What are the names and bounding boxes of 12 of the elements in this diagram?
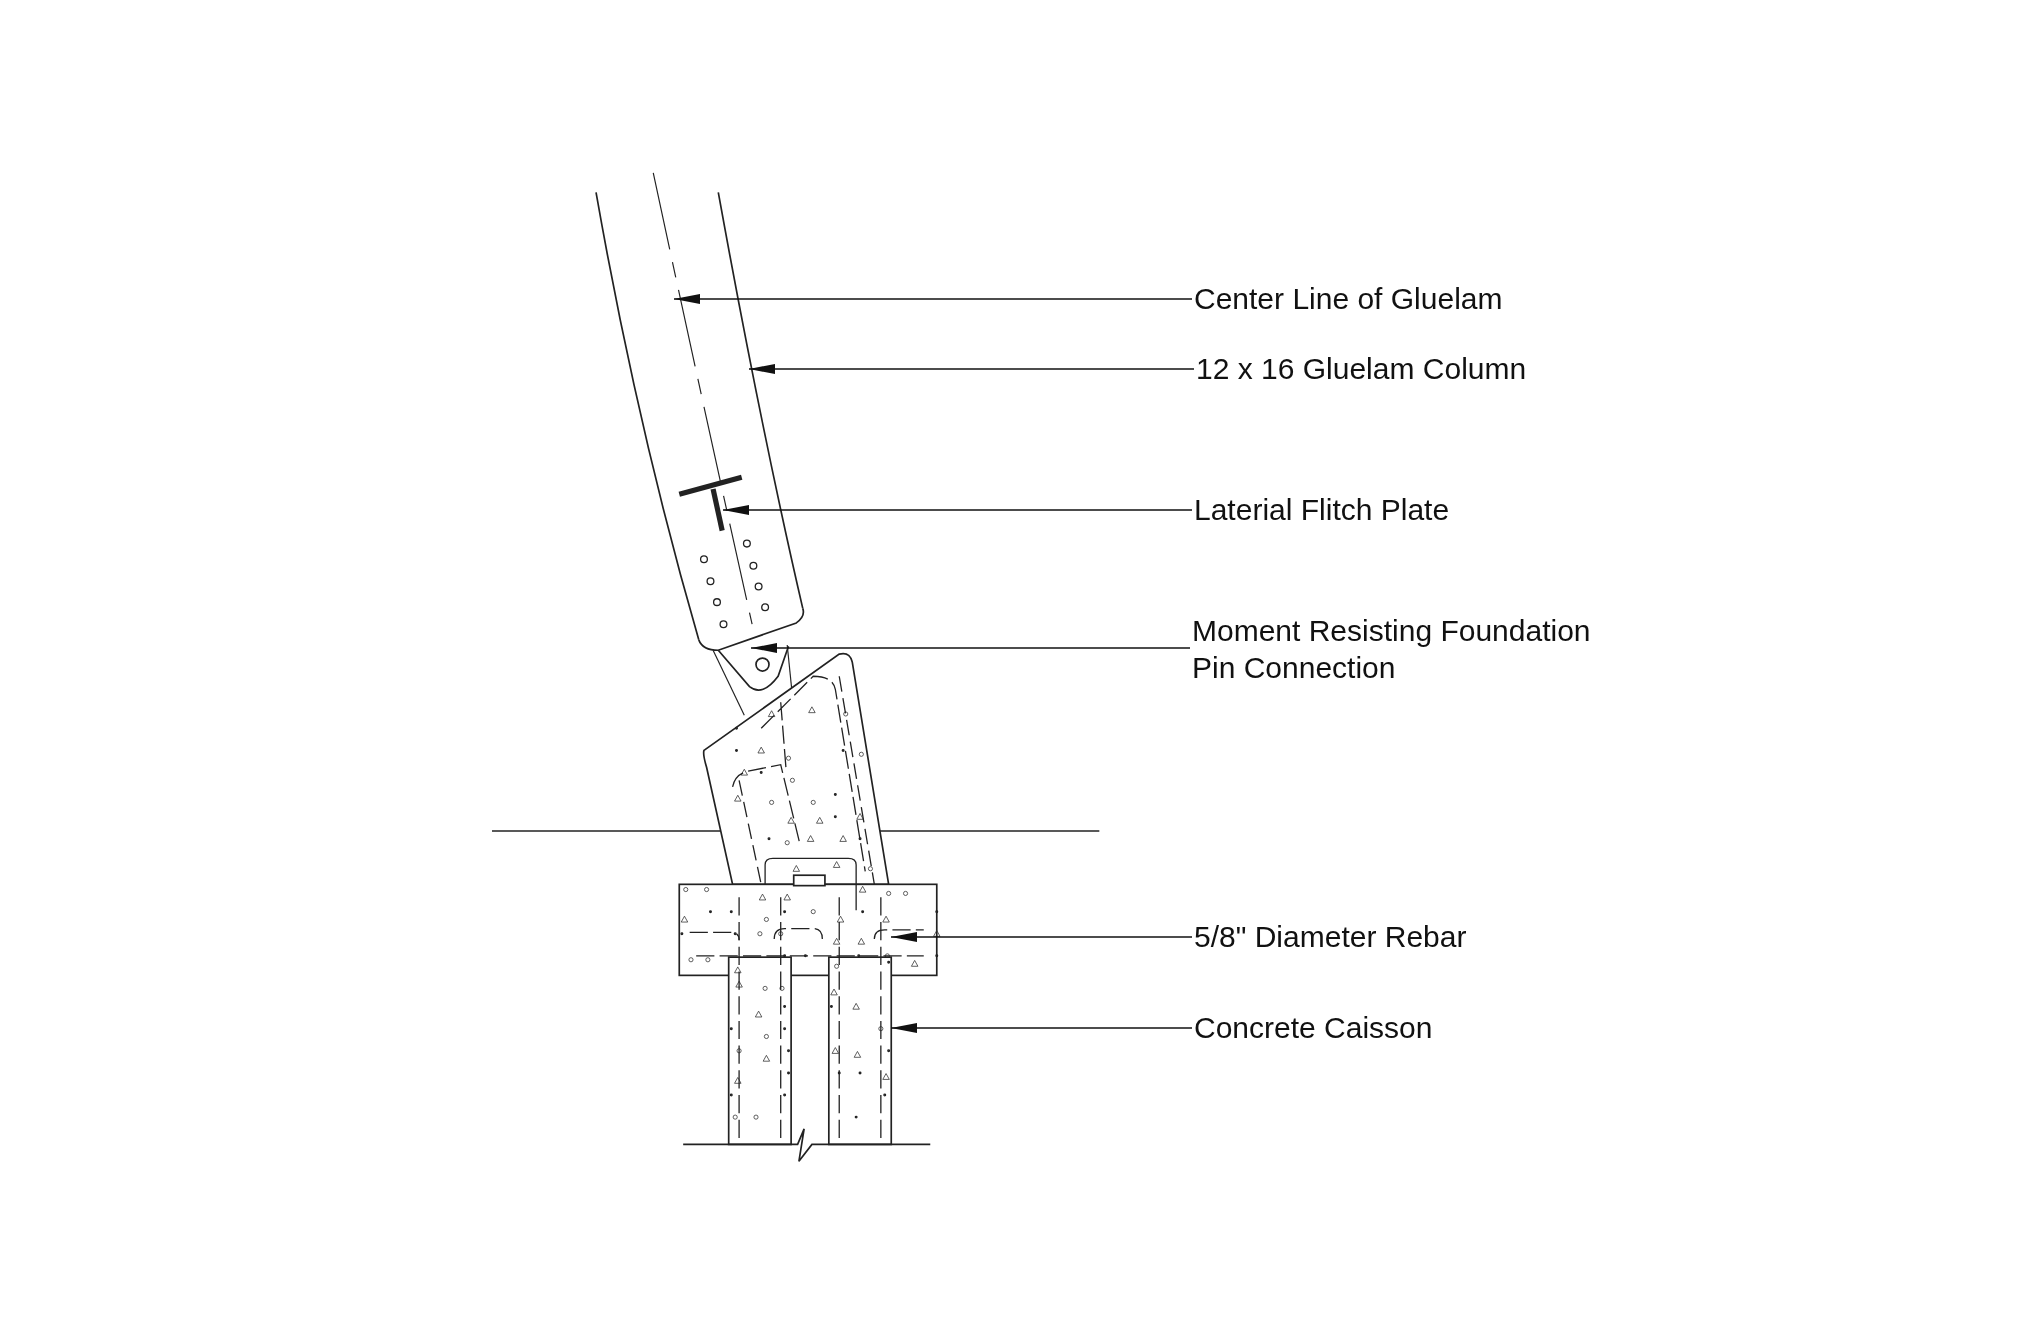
- leader-line: [722, 505, 1193, 515]
- leader-line: [890, 932, 1193, 942]
- callout-label: Moment Resisting Foundation Pin Connection: [1192, 612, 1592, 686]
- callout-label: Concrete Caisson: [1194, 1009, 1614, 1046]
- leader-line: [673, 294, 1193, 304]
- callout-label: 12 x 16 Gluelam Column: [1196, 350, 1616, 387]
- leader-line: [748, 364, 1195, 374]
- callout-label: Laterial Flitch Plate: [1194, 491, 1614, 528]
- leader-line: [890, 1023, 1193, 1033]
- callout-label: 5/8" Diameter Rebar: [1194, 918, 1614, 955]
- leader-line: [750, 643, 1191, 653]
- callout-label: Center Line of Gluelam: [1194, 280, 1614, 317]
